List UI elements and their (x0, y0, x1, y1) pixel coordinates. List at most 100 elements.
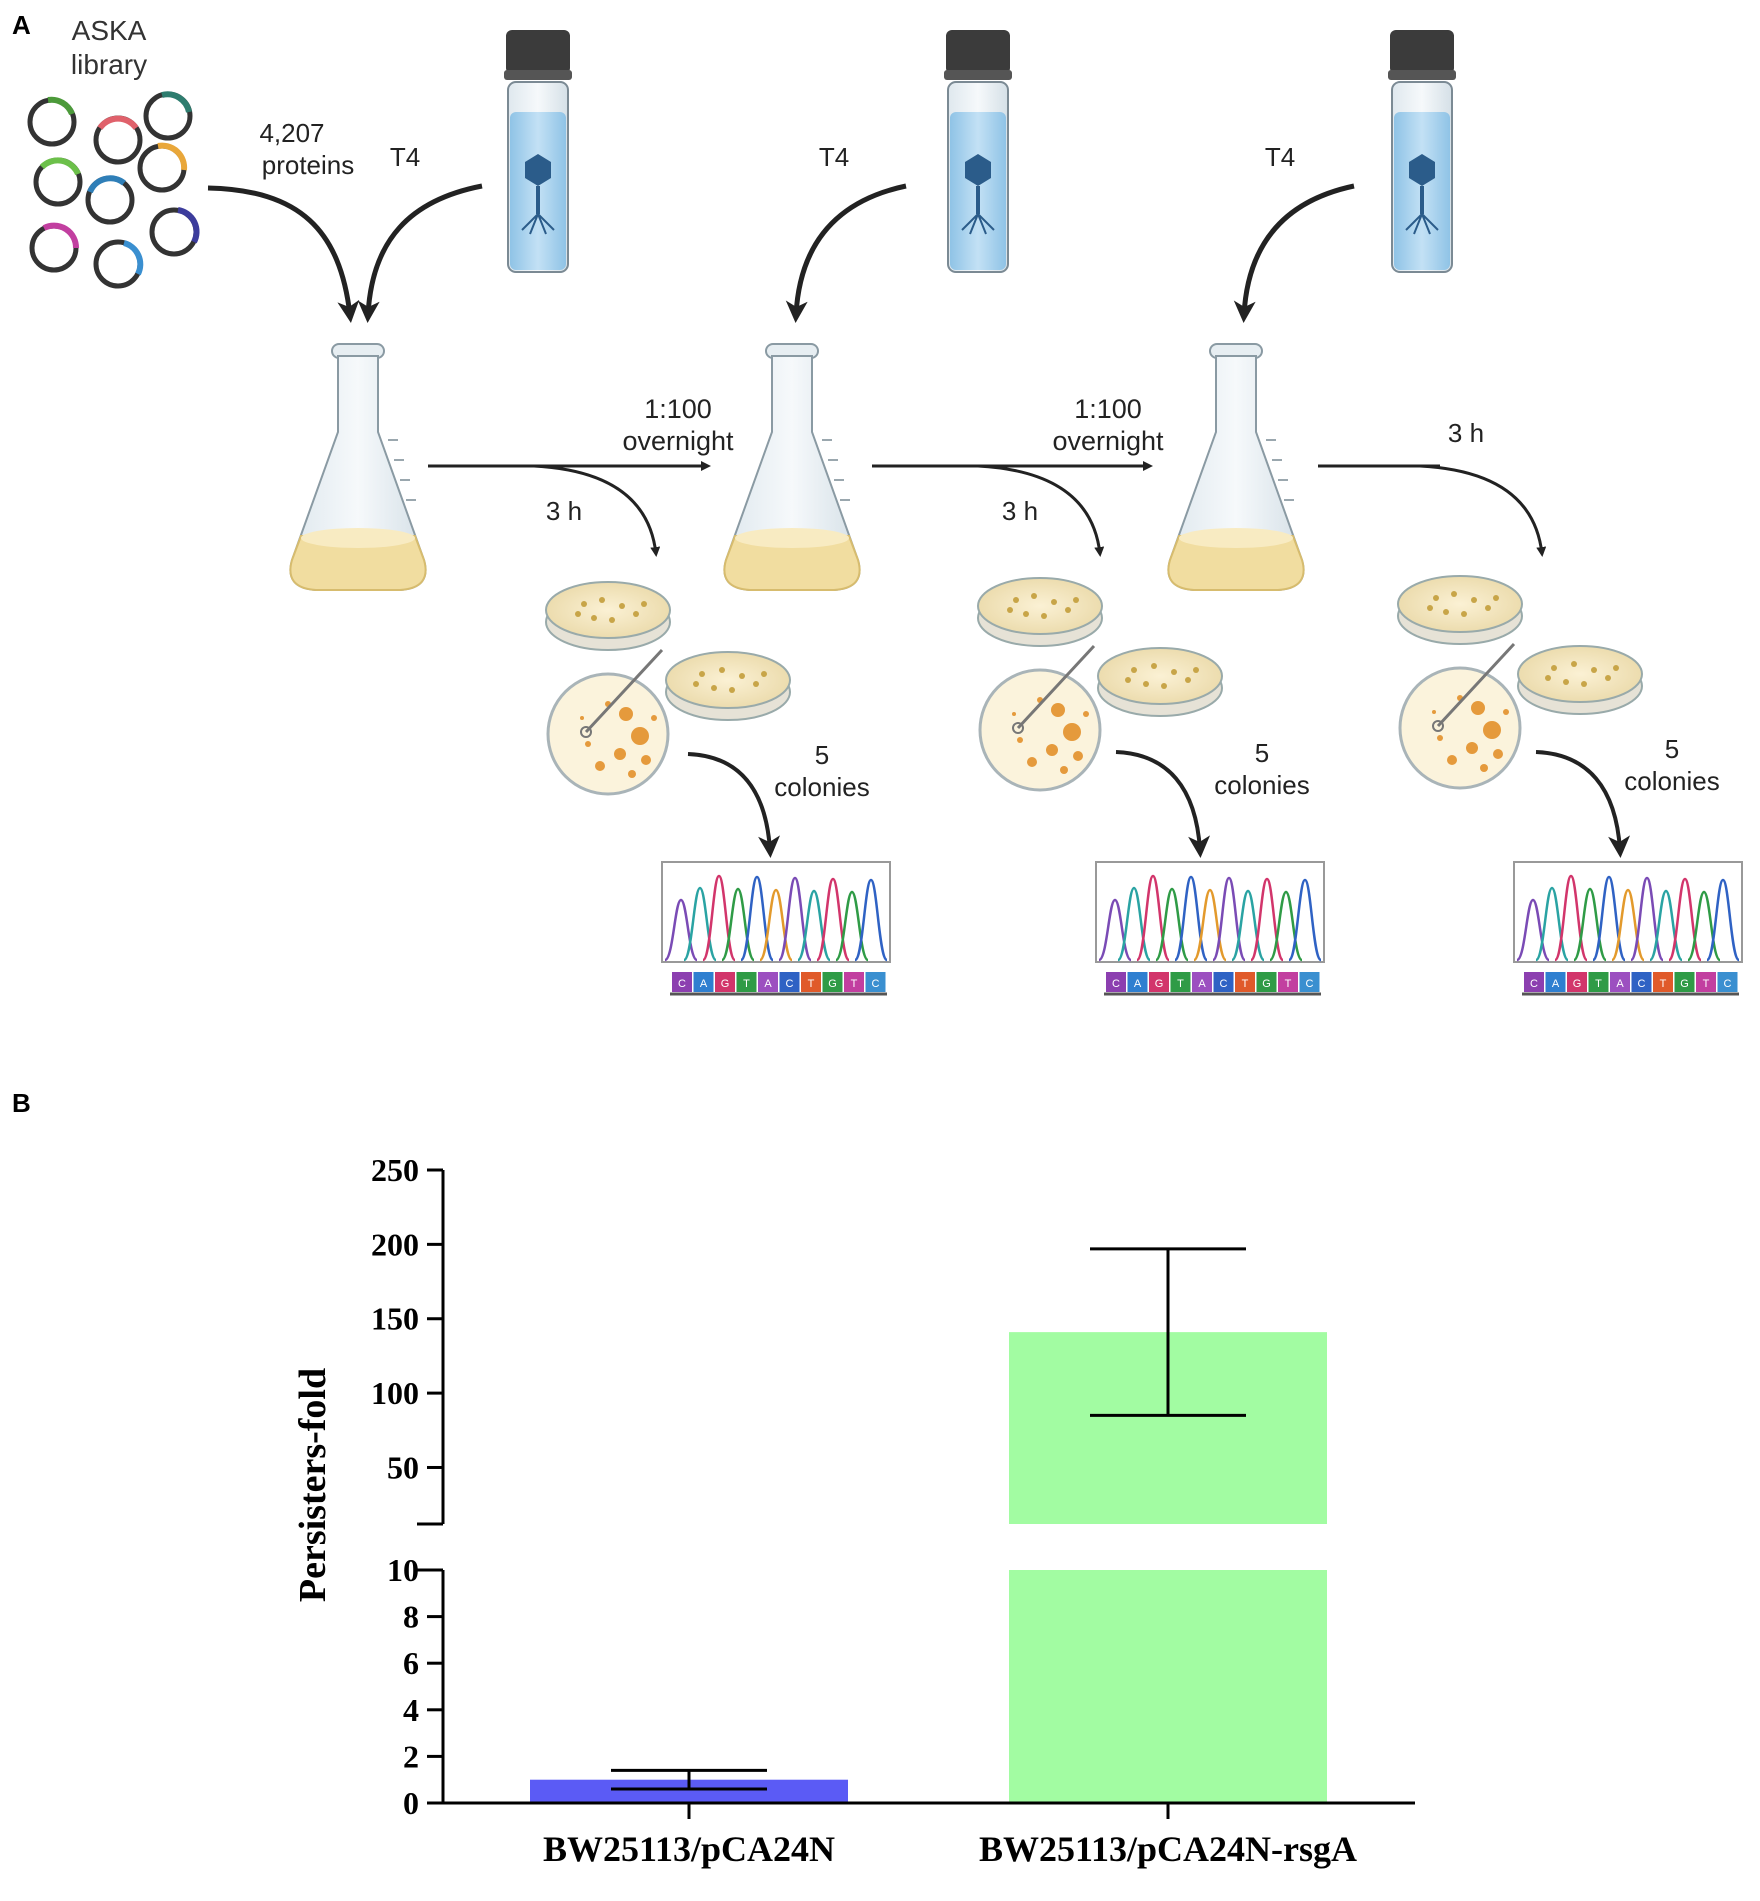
base-tile (1256, 972, 1277, 992)
flasks (289, 343, 1305, 591)
base-tile (1106, 972, 1126, 992)
chromatogram-peak (1686, 890, 1722, 962)
plasmid-icon (88, 175, 132, 222)
transfer-label-2-line2: overnight (1052, 426, 1164, 456)
culture-flask (723, 343, 861, 591)
base-letter: T (743, 978, 750, 990)
base-tile (844, 972, 864, 992)
plate-group (977, 577, 1223, 792)
base-letter: T (1285, 978, 1292, 990)
y-tick-label: 50 (387, 1449, 419, 1485)
plasmid-icon (36, 157, 80, 204)
base-tile (1717, 972, 1738, 992)
base-letter: G (721, 978, 730, 990)
base-tile (672, 972, 692, 992)
library-label-line1: ASKA (72, 15, 147, 46)
y-tick-label: 250 (371, 1152, 419, 1188)
bar-1 (530, 1779, 848, 1803)
base-tile (1696, 972, 1716, 992)
agar-plate (1397, 575, 1523, 645)
base-tile (1567, 972, 1587, 992)
chromatogram-peak (1154, 887, 1190, 962)
phage-icon (961, 154, 995, 235)
phage-vial (1388, 30, 1456, 273)
proteins-label-line1: 4,207 (259, 118, 324, 148)
chromatogram-peak (1534, 886, 1570, 962)
culture-flask (1167, 343, 1305, 591)
base-letter: C (1638, 978, 1646, 990)
colonies-label-1-line1: 5 (815, 740, 829, 770)
base-letter: C (1112, 978, 1120, 990)
colonies-label-3-line2: colonies (1624, 766, 1719, 796)
y-tick-label: 10 (387, 1552, 419, 1588)
base-tile (1588, 972, 1609, 992)
base-tile (1278, 972, 1298, 992)
x-tick-label: BW25113/pCA24N-rsgA (979, 1829, 1357, 1869)
transfer-label-1-line2: overnight (622, 426, 734, 456)
base-letter: G (1573, 978, 1582, 990)
base-tile (801, 972, 821, 992)
panel-a: A ASKA library 4,207 proteins (12, 10, 1743, 996)
plasmid-icon (146, 91, 190, 138)
colonies-label-2-line1: 5 (1255, 738, 1269, 768)
library-arrow (207, 185, 360, 323)
base-tile (822, 972, 843, 992)
plasmid-icon-group (30, 91, 200, 286)
base-tile (1299, 972, 1320, 992)
library-label-line2: library (71, 49, 147, 80)
chromatogram-peak (1097, 898, 1133, 962)
chromatogram-peak (1705, 878, 1741, 962)
chromatogram-peak (758, 888, 794, 962)
plasmid-icon (96, 242, 144, 286)
plating-arrow-2 (977, 464, 1105, 557)
sequencing-arrow-2 (1115, 750, 1211, 858)
y-axis-title: Persisters-fold (292, 1368, 334, 1602)
chromatogram-peak (1192, 888, 1228, 962)
base-tile (865, 972, 886, 992)
chromatogram-peak (834, 890, 870, 962)
base-tile (1524, 972, 1544, 992)
chromatogram-peak (1648, 889, 1684, 962)
agar-plate (977, 577, 1103, 647)
chromatogram-peak (1572, 887, 1608, 962)
colonies-label-3-line1: 5 (1665, 734, 1679, 764)
x-tick-label: BW25113/pCA24N (543, 1829, 835, 1869)
sequencing-arrow-1 (687, 752, 781, 858)
phage-label-2: T4 (819, 142, 849, 172)
chromatogram-peak (1610, 888, 1646, 962)
bar-2-lower-segment (1009, 1570, 1327, 1803)
y-tick-label: 200 (371, 1226, 419, 1262)
colonies-label-2-line2: colonies (1214, 770, 1309, 800)
plate-group (1397, 575, 1643, 790)
base-tile (715, 972, 735, 992)
chromatogram-peak (682, 886, 718, 962)
plasmid-icon (30, 96, 74, 144)
plate-group (545, 581, 791, 796)
base-letter: C (678, 978, 686, 990)
base-letter: C (1220, 978, 1228, 990)
phage-vials (504, 30, 1456, 273)
base-letter: G (1155, 978, 1164, 990)
base-letter: T (851, 978, 858, 990)
phage-arrow-1 (357, 183, 483, 323)
picked-plate (978, 644, 1102, 792)
base-tile (1631, 972, 1652, 992)
plating-arrow-3 (1419, 464, 1547, 557)
base-letter: A (1134, 978, 1142, 990)
y-tick-label: 2 (403, 1738, 419, 1774)
base-letter: A (700, 978, 708, 990)
base-tile (1610, 972, 1630, 992)
phage-arrow-3 (1233, 183, 1355, 323)
base-letter: C (1724, 978, 1732, 990)
base-tile (1149, 972, 1169, 992)
phage-vial (504, 30, 572, 273)
base-letter: C (872, 978, 880, 990)
plasmid-icon (32, 222, 80, 270)
picked-plate (546, 648, 670, 796)
plasmid-icon (96, 118, 140, 162)
phage-label-1: T4 (390, 142, 420, 172)
culture-flask (289, 343, 427, 591)
